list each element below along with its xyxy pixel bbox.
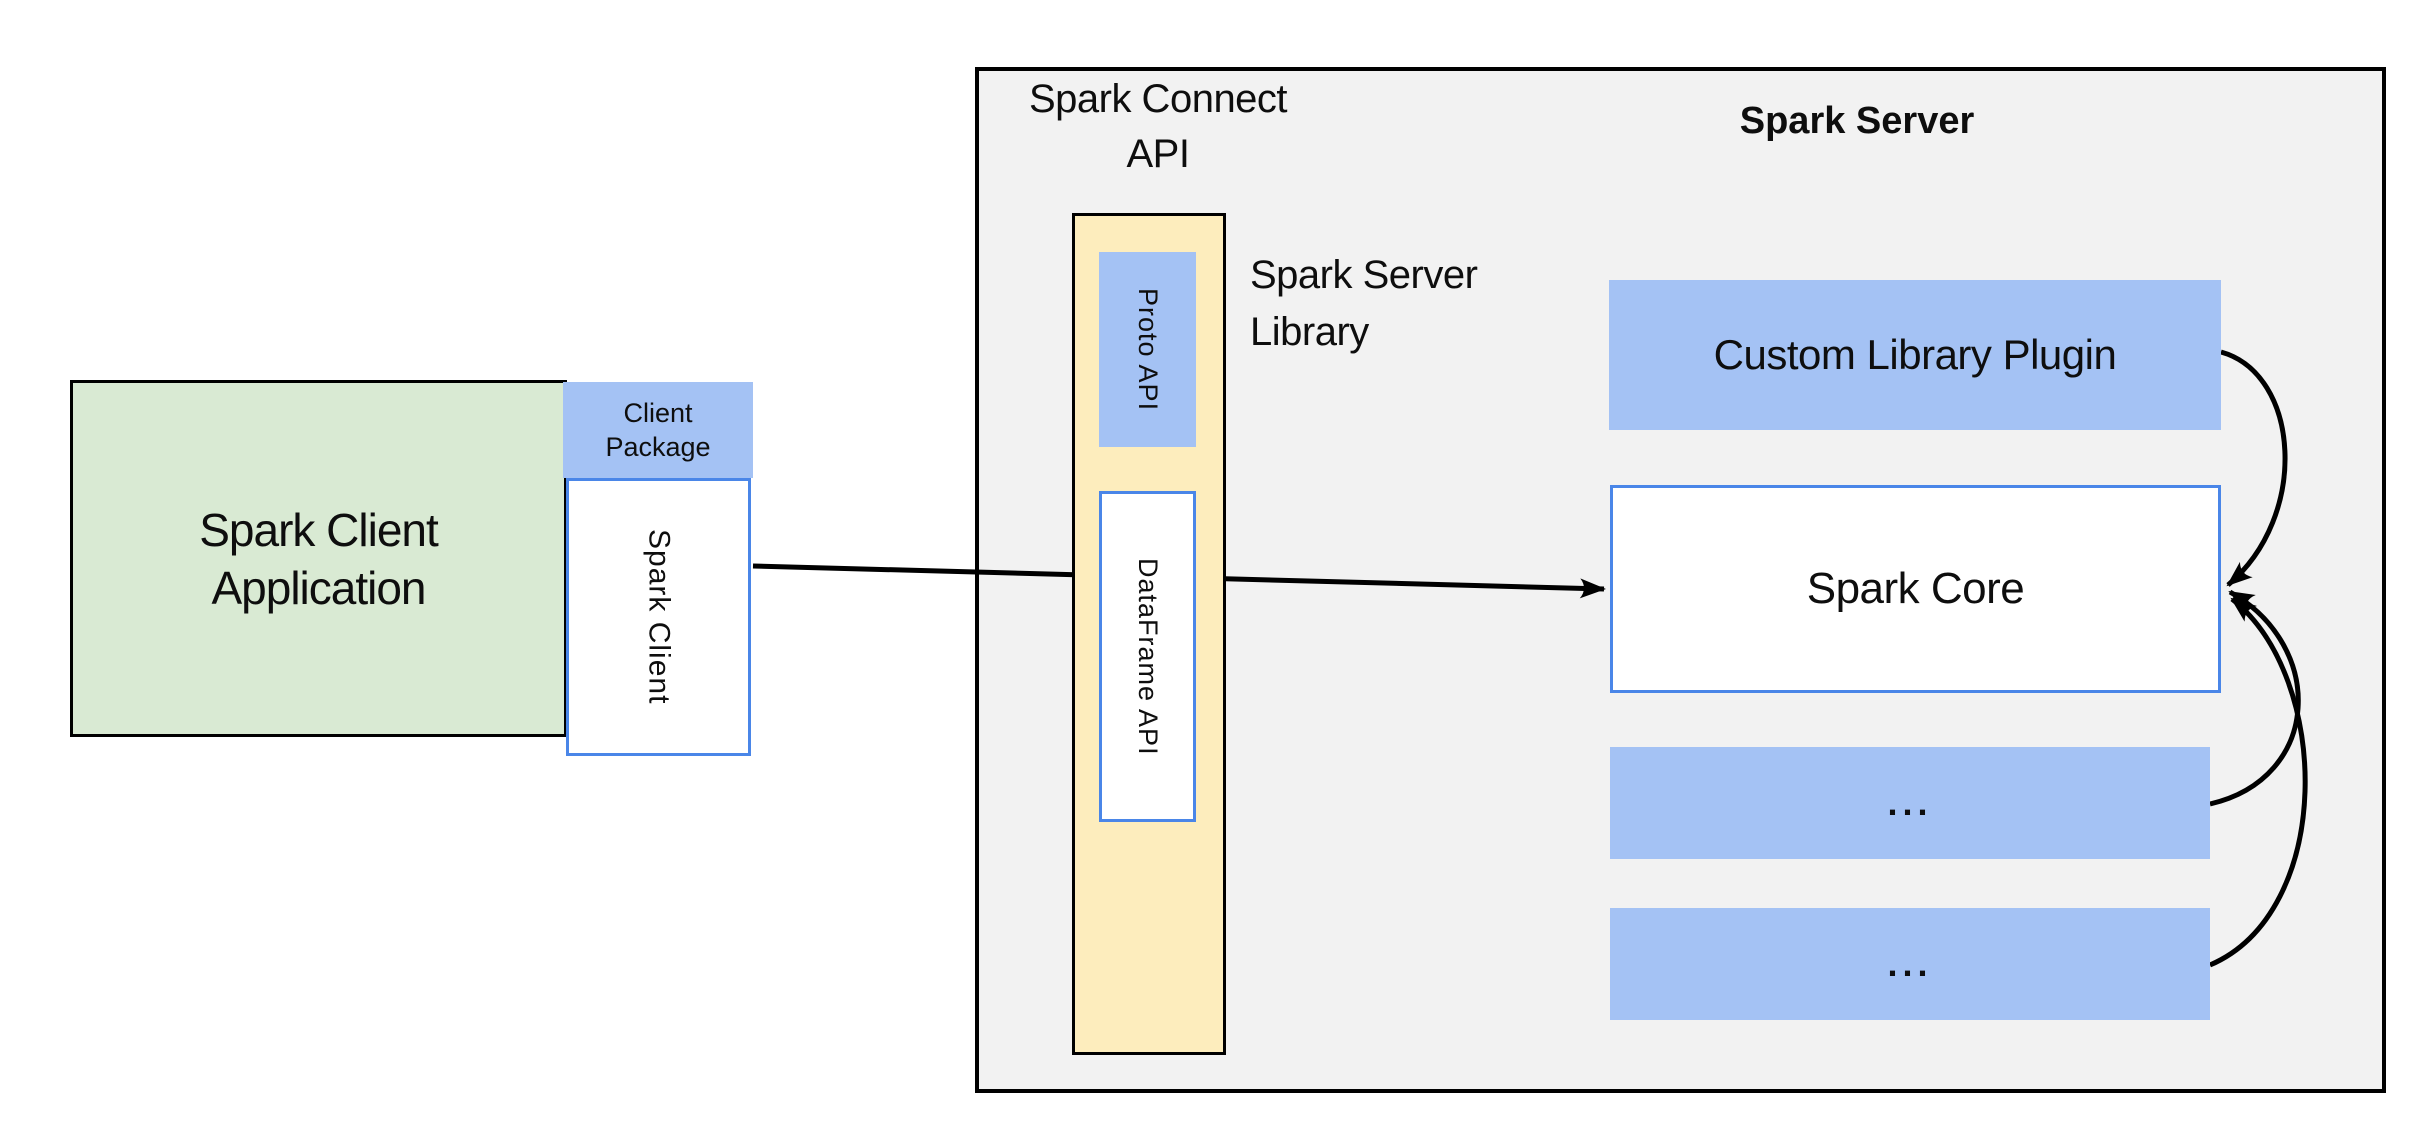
ellipsis-box-2-label: ...	[1887, 943, 1933, 984]
custom-library-plugin-box: Custom Library Plugin	[1609, 280, 2221, 430]
spark-connect-api-label: Spark Connect API	[988, 72, 1328, 182]
ellipsis-box-1: ...	[1610, 747, 2210, 859]
client-package-label-line2: Package	[605, 432, 711, 462]
spark-client-application-label-line2: Application	[211, 561, 426, 614]
client-package-label-line1: Client	[623, 398, 693, 428]
ellipsis-box-1-label: ...	[1887, 782, 1933, 823]
spark-server-title: Spark Server	[1739, 100, 1975, 142]
custom-library-plugin-label: Custom Library Plugin	[1713, 331, 2117, 378]
spark-server-library-label-line1: Spark Server	[1250, 253, 1478, 297]
spark-core-box: Spark Core	[1610, 485, 2221, 693]
spark-client-application-box: Spark Client Application	[70, 380, 567, 737]
ellipsis-box-2: ...	[1610, 908, 2210, 1020]
client-package-box: Client Package	[563, 382, 753, 478]
dataframe-api-label: DataFrame API	[1133, 557, 1163, 756]
spark-connect-api-label-line2: API	[1126, 132, 1190, 176]
proto-api-box: Proto API	[1099, 252, 1196, 447]
dataframe-api-box: DataFrame API	[1099, 491, 1196, 822]
spark-core-label: Spark Core	[1806, 564, 2025, 613]
spark-server-library-label: Spark Server Library	[1250, 247, 1478, 361]
spark-server-library-label-line2: Library	[1250, 310, 1369, 354]
spark-client-application-label-line1: Spark Client	[199, 503, 439, 556]
proto-api-label: Proto API	[1133, 287, 1163, 412]
spark-client-label: Spark Client	[642, 529, 676, 705]
spark-connect-api-label-line1: Spark Connect	[1028, 77, 1288, 121]
spark-client-box: Spark Client	[566, 478, 751, 756]
